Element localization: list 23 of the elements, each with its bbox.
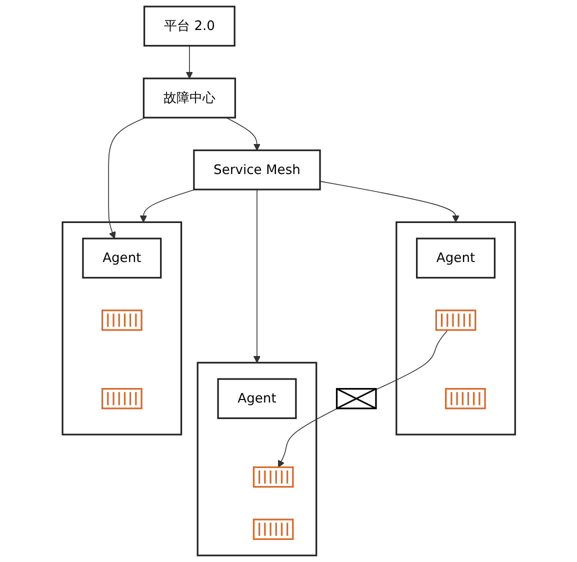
arrow <box>139 189 196 222</box>
node-box: Agent <box>416 238 496 279</box>
arrow <box>226 117 260 151</box>
node-box <box>252 466 294 488</box>
node-box: Service Mesh <box>192 149 320 190</box>
node-box: 故障中心 <box>142 78 236 118</box>
node-box <box>252 518 294 540</box>
node-box <box>101 310 142 331</box>
node-box: Agent <box>216 378 296 420</box>
arrow <box>319 180 460 222</box>
arrow <box>108 117 146 239</box>
node-box <box>101 388 142 410</box>
cluster <box>61 221 182 436</box>
arrow <box>253 189 260 363</box>
node-box: 平台 2.0 <box>143 6 236 47</box>
arrow <box>278 408 338 468</box>
cluster <box>196 362 317 556</box>
node-box <box>435 310 476 331</box>
cluster <box>395 221 516 436</box>
connector <box>375 330 448 390</box>
arrow <box>186 45 193 79</box>
node-box <box>444 388 486 410</box>
node-box: Agent <box>82 238 162 279</box>
